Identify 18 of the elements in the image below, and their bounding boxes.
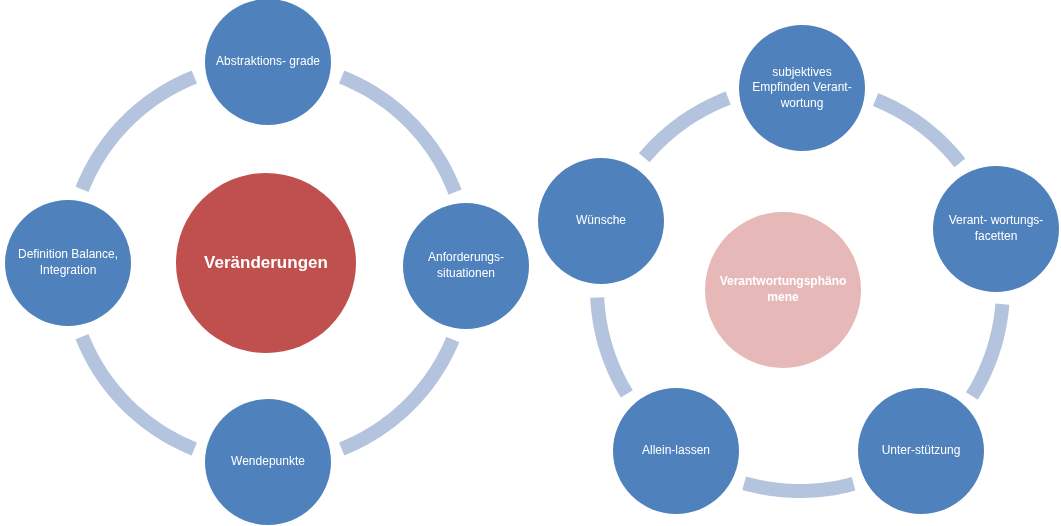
node-label: Unter-stützung bbox=[881, 443, 961, 459]
cycle-arc bbox=[338, 70, 462, 196]
node-label: subjektives Empfinden Verant-wortung bbox=[751, 64, 853, 112]
node-label: Abstraktions- grade bbox=[215, 54, 321, 70]
node-label: Definition Balance, Integration bbox=[16, 247, 120, 279]
node-label: Veränderungen bbox=[204, 251, 328, 274]
cycle-arc bbox=[638, 91, 733, 163]
node-label: Allein-lassen bbox=[641, 443, 710, 459]
cycle-arc bbox=[75, 70, 198, 193]
node-label: Verant- wortungs- facetten bbox=[947, 213, 1045, 245]
cycle-arc bbox=[75, 333, 198, 456]
node-label: Verantwortungsphäno mene bbox=[718, 274, 848, 306]
cycle-arc bbox=[871, 93, 966, 168]
cycle-arc bbox=[338, 336, 460, 456]
node-label: Wendepunkte bbox=[231, 454, 305, 470]
node-label: Anforderungs- situationen bbox=[426, 250, 505, 282]
node-label: Wünsche bbox=[576, 213, 626, 229]
cycle-arc bbox=[739, 476, 858, 498]
